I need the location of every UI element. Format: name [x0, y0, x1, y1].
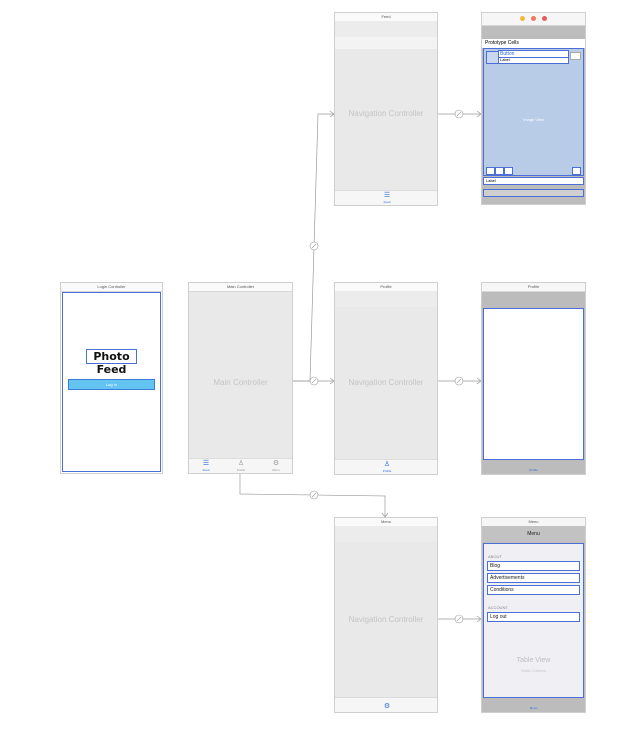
scene-title: Main Controller — [189, 283, 292, 292]
tab-bar: ☰ Feed ♙ Profile ⚙ Menu — [189, 458, 292, 473]
profile-detail-scene[interactable]: Profile Profile — [481, 282, 586, 475]
list-icon: ☰ — [202, 460, 210, 467]
caption-label: Label — [483, 177, 584, 185]
menu-row-logout[interactable]: Log out — [487, 612, 580, 622]
menu-row-conditions[interactable]: Conditions — [487, 585, 580, 595]
image-view: Image View — [523, 117, 544, 122]
prototype-cells-header: Prototype Cells — [482, 39, 585, 48]
static-table-view: ABOUT Blog Advertisements Conditions ACC… — [483, 543, 584, 698]
feed-detail-scene[interactable]: Prototype Cells Button Label Image View … — [481, 12, 586, 205]
table-view-placeholder: Table View — [516, 657, 551, 664]
nav-bar — [335, 291, 437, 307]
nav-bar — [335, 21, 437, 37]
person-icon: ♙ — [383, 461, 391, 468]
feed-navigation-scene[interactable]: Feed Navigation Controller ☰ Feed — [334, 12, 438, 206]
scene-center-title: Main Controller — [213, 378, 268, 387]
main-controller-scene[interactable]: Main Controller Main Controller ☰ Feed ♙… — [188, 282, 293, 474]
gear-icon: ⚙ — [383, 703, 391, 710]
login-scene[interactable]: Login Controller Photo Feed Log In — [60, 282, 163, 474]
tab-feed[interactable]: ☰ Feed — [196, 460, 216, 472]
tab-menu[interactable]: ⚙ Menu — [266, 460, 286, 472]
scene-title: Login Controller — [61, 283, 162, 292]
more-button[interactable] — [570, 52, 581, 60]
scene-body — [189, 292, 292, 459]
menu-row-blog[interactable]: Blog — [487, 561, 580, 571]
profile-view — [483, 308, 584, 460]
profile-navigation-scene[interactable]: Profile Navigation Controller ♙ Profile — [334, 282, 438, 475]
login-view — [62, 292, 161, 472]
static-content-placeholder: Static Content — [520, 668, 547, 673]
gear-icon: ⚙ — [272, 460, 280, 467]
tab-profile[interactable]: ♙ Profile — [231, 460, 251, 472]
share-button[interactable] — [504, 167, 513, 175]
tab-feed[interactable]: ☰ Feed — [377, 192, 397, 204]
nav-bar — [335, 526, 437, 542]
login-button[interactable]: Log In — [68, 379, 155, 390]
photo-feed-logo: Photo Feed — [86, 349, 137, 376]
bookmark-button[interactable] — [572, 167, 581, 175]
tab-profile[interactable]: ♙ Profile — [377, 461, 397, 473]
section-header-about: ABOUT — [488, 554, 502, 559]
section-header-account: ACCOUNT — [488, 605, 508, 610]
tab-bar: ⚙ — [335, 697, 437, 712]
tab-menu-label[interactable]: Menu — [529, 706, 538, 710]
scene-center-title: Navigation Controller — [348, 615, 424, 624]
menu-detail-scene[interactable]: Menu Menu ABOUT Blog Advertisements Cond… — [481, 517, 586, 713]
scene-body — [335, 542, 437, 698]
like-button[interactable] — [486, 167, 495, 175]
scene-body — [335, 49, 437, 191]
dock-icon-first-responder — [519, 16, 525, 21]
menu-row-advertisements[interactable]: Advertisements — [487, 573, 580, 583]
scene-body — [335, 307, 437, 460]
person-icon: ♙ — [237, 460, 245, 467]
dock-icon-exit — [531, 16, 536, 21]
scene-center-title: Navigation Controller — [348, 378, 424, 387]
scene-dock — [482, 13, 585, 26]
tab-menu[interactable]: ⚙ — [377, 703, 397, 711]
comments-area — [483, 189, 584, 197]
list-icon: ☰ — [383, 192, 391, 199]
nav-bar-title: Menu — [482, 526, 585, 542]
tab-bar: ♙ Profile — [335, 459, 437, 474]
comment-button[interactable] — [495, 167, 504, 175]
cell-label: Label — [498, 57, 569, 64]
tab-bar: ☰ Feed — [335, 190, 437, 205]
tab-profile-label[interactable]: Profile — [529, 468, 538, 472]
scene-center-title: Navigation Controller — [348, 109, 424, 118]
feed-cell[interactable]: Button Label Image View — [483, 48, 584, 176]
menu-navigation-scene[interactable]: Menu Navigation Controller ⚙ — [334, 517, 438, 713]
dock-icon-controller — [542, 16, 548, 21]
scene-title: Profile — [482, 283, 585, 292]
